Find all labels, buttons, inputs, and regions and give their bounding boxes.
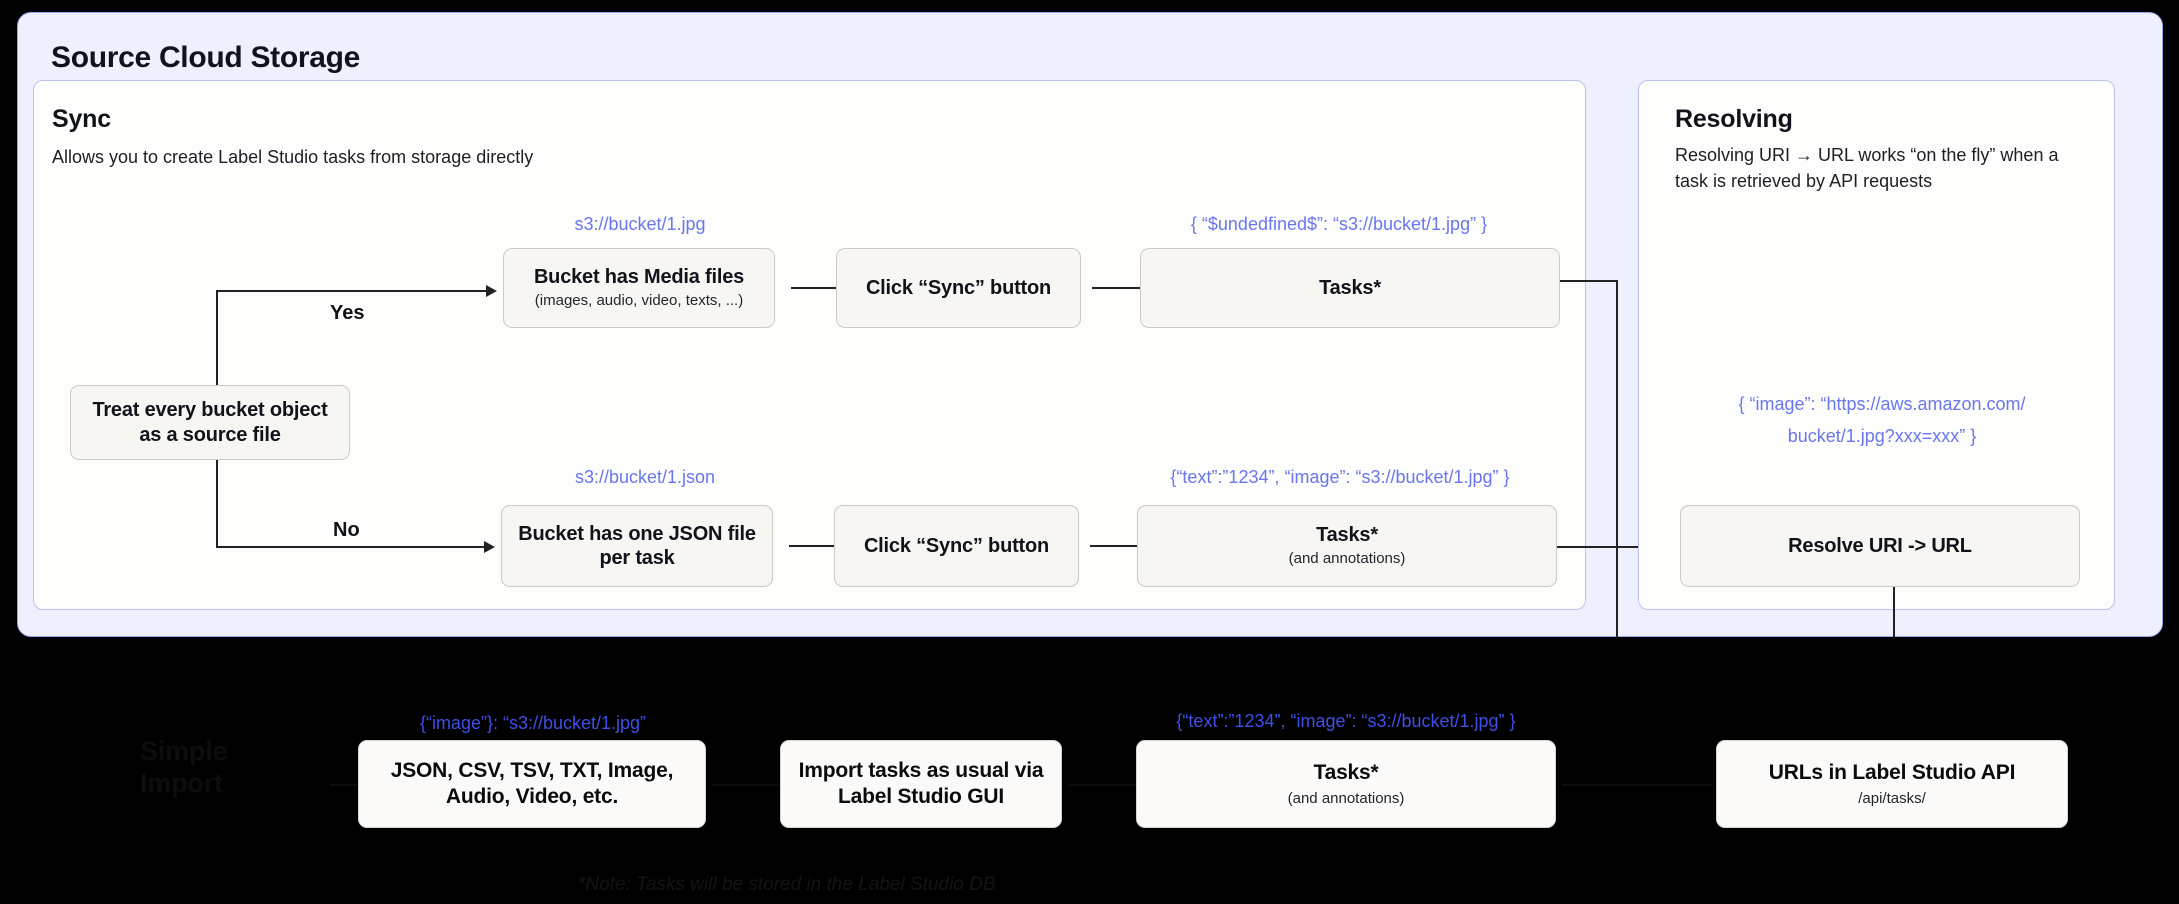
- resolving-json-label-line1: { “image”: “https://aws.amazon.com/: [1738, 394, 2026, 414]
- resolve-uri-url-box[interactable]: Resolve URI -> URL: [1680, 505, 2080, 587]
- sync-subtitle: Allows you to create Label Studio tasks …: [52, 147, 534, 167]
- bottom-tasks-title: Tasks*: [1313, 760, 1379, 784]
- resolve-uri-url-title: Resolve URI -> URL: [1788, 534, 1972, 557]
- formats-box[interactable]: JSON, CSV, TSV, TXT, Image, Audio, Video…: [358, 740, 706, 828]
- yes-row-uri-label: s3://bucket/1.jpg: [574, 214, 706, 234]
- no-row-tasks-sub: (and annotations): [1288, 550, 1406, 568]
- simple-import-connector-4: [1562, 784, 1712, 786]
- branch-yes-horizontal-line: [216, 290, 486, 292]
- no-row-sync-button-box[interactable]: Click “Sync” button: [834, 505, 1079, 587]
- resolving-heading: Resolving: [1675, 105, 1793, 133]
- resolving-json-label-line2: bucket/1.jpg?xxx=xxx” }: [1787, 426, 1977, 446]
- branch-no-horizontal-line: [216, 546, 484, 548]
- no-row-json-file-box[interactable]: Bucket has one JSON file per task: [501, 505, 773, 587]
- no-row-uri-label: s3://bucket/1.json: [574, 467, 716, 487]
- resolving-subtitle: Resolving URI → URL works “on the fly” w…: [1675, 145, 2059, 191]
- no-row-connector-2: [1090, 545, 1138, 547]
- tasks-to-resolve-top-line: [1560, 280, 1618, 282]
- api-urls-sub: /api/tasks/: [1858, 789, 1926, 807]
- tasks-to-resolve-vertical-line: [1616, 280, 1618, 637]
- bottom-tasks-sub: (and annotations): [1287, 789, 1405, 807]
- footnote: *Note: Tasks will be stored in the Label…: [578, 874, 996, 895]
- yes-row-connector-2: [1092, 287, 1140, 289]
- simple-import-connector-3: [1068, 784, 1136, 786]
- yes-row-media-files-sub: (images, audio, video, texts, ...): [534, 292, 744, 310]
- yes-row-tasks-json-label: { “$undedfined$”: “s3://bucket/1.jpg” }: [1190, 214, 1488, 234]
- formats-box-label: JSON, CSV, TSV, TXT, Image, Audio, Video…: [390, 758, 674, 808]
- import-tasks-box[interactable]: Import tasks as usual via Label Studio G…: [780, 740, 1062, 828]
- branch-yes-arrowhead: [486, 285, 497, 297]
- yes-row-connector-1: [791, 287, 839, 289]
- formats-json-label: {“image”}: “s3://bucket/1.jpg”: [419, 713, 647, 733]
- decision-box-label: Treat every bucket object as a source fi…: [92, 399, 328, 446]
- yes-row-tasks-title: Tasks*: [1319, 276, 1381, 299]
- tasks-to-resolve-bottom-line: [1557, 546, 1677, 548]
- simple-import-heading-line2: Import: [140, 768, 223, 798]
- no-row-tasks-box[interactable]: Tasks* (and annotations): [1137, 505, 1557, 587]
- no-row-sync-button-title: Click “Sync” button: [863, 534, 1050, 557]
- yes-row-sync-button-title: Click “Sync” button: [865, 276, 1052, 299]
- no-row-tasks-json-label: {“text”:”1234”, “image”: “s3://bucket/1.…: [1170, 467, 1510, 487]
- branch-no-label: No: [333, 519, 360, 541]
- sync-heading: Sync: [52, 105, 111, 133]
- api-urls-title: URLs in Label Studio API: [1768, 760, 2016, 784]
- yes-row-media-files-box[interactable]: Bucket has Media files (images, audio, v…: [503, 248, 775, 328]
- import-tasks-box-label: Import tasks as usual via Label Studio G…: [798, 758, 1044, 808]
- decision-box-source-file[interactable]: Treat every bucket object as a source fi…: [70, 385, 350, 460]
- simple-import-connector-2: [712, 784, 780, 786]
- branch-yes-label: Yes: [330, 302, 365, 324]
- simple-import-connector-1: [330, 784, 358, 786]
- no-row-connector-1: [789, 545, 837, 547]
- branch-no-vertical-line: [216, 460, 218, 548]
- no-row-json-file-title: Bucket has one JSON file per task: [518, 522, 756, 569]
- bottom-tasks-box[interactable]: Tasks* (and annotations): [1136, 740, 1556, 828]
- yes-row-media-files-title: Bucket has Media files: [533, 265, 745, 288]
- branch-yes-vertical-line: [216, 290, 218, 385]
- bottom-tasks-json-label: {“text”:”1234”, “image”: “s3://bucket/1.…: [1176, 711, 1516, 731]
- yes-row-sync-button-box[interactable]: Click “Sync” button: [836, 248, 1081, 328]
- page-title: Source Cloud Storage: [51, 41, 361, 74]
- yes-row-tasks-box[interactable]: Tasks*: [1140, 248, 1560, 328]
- no-row-tasks-title: Tasks*: [1316, 523, 1378, 546]
- resolve-to-api-vertical-line: [1893, 587, 1895, 637]
- api-urls-box[interactable]: URLs in Label Studio API /api/tasks/: [1716, 740, 2068, 828]
- branch-no-arrowhead: [484, 541, 495, 553]
- simple-import-heading-line1: Simple: [140, 736, 228, 766]
